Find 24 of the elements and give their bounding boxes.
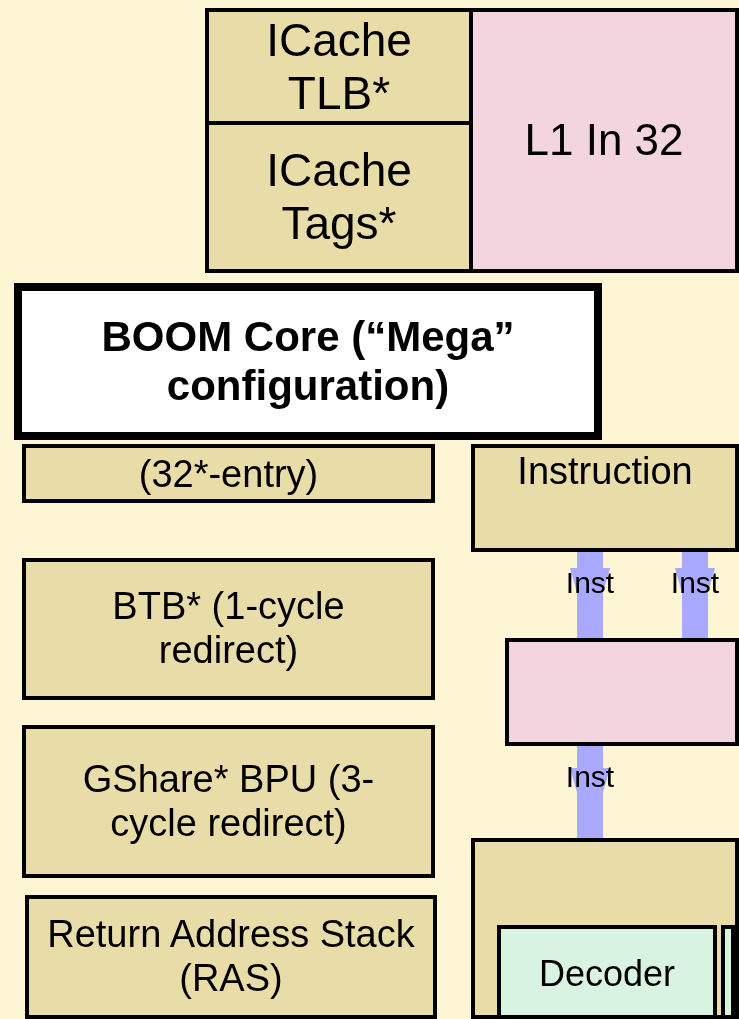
block-label: BTB* (1-cycle redirect) (111, 585, 346, 673)
block-box (22, 558, 435, 700)
title-text: BOOM Core (“Mega” configuration) (100, 313, 516, 410)
block-label: GShare* BPU (3-cycle redirect) (81, 757, 376, 846)
block-label: ICache Tags* (265, 144, 413, 250)
block-arrow (675, 552, 715, 638)
block-arrow (570, 552, 610, 638)
block-label: Decoder (538, 953, 676, 995)
block-label: Return Address Stack (RAS) (46, 913, 416, 1001)
block-box (25, 895, 437, 1019)
title-box (14, 283, 602, 440)
block-box (22, 444, 435, 503)
block-label: ICache TLB* (265, 13, 413, 120)
block-box (505, 638, 739, 746)
block-arrow (570, 746, 610, 838)
block-box (22, 725, 435, 878)
block-box (471, 838, 739, 1019)
edge-label: Inst (565, 566, 615, 600)
block-label: Instruction (517, 450, 693, 494)
block-label: (32*-entry) (138, 453, 319, 497)
edge-label: Inst (565, 760, 615, 794)
block-label: L1 In 32 (524, 115, 684, 166)
block-box (471, 444, 739, 552)
edge-label: Inst (670, 566, 720, 600)
